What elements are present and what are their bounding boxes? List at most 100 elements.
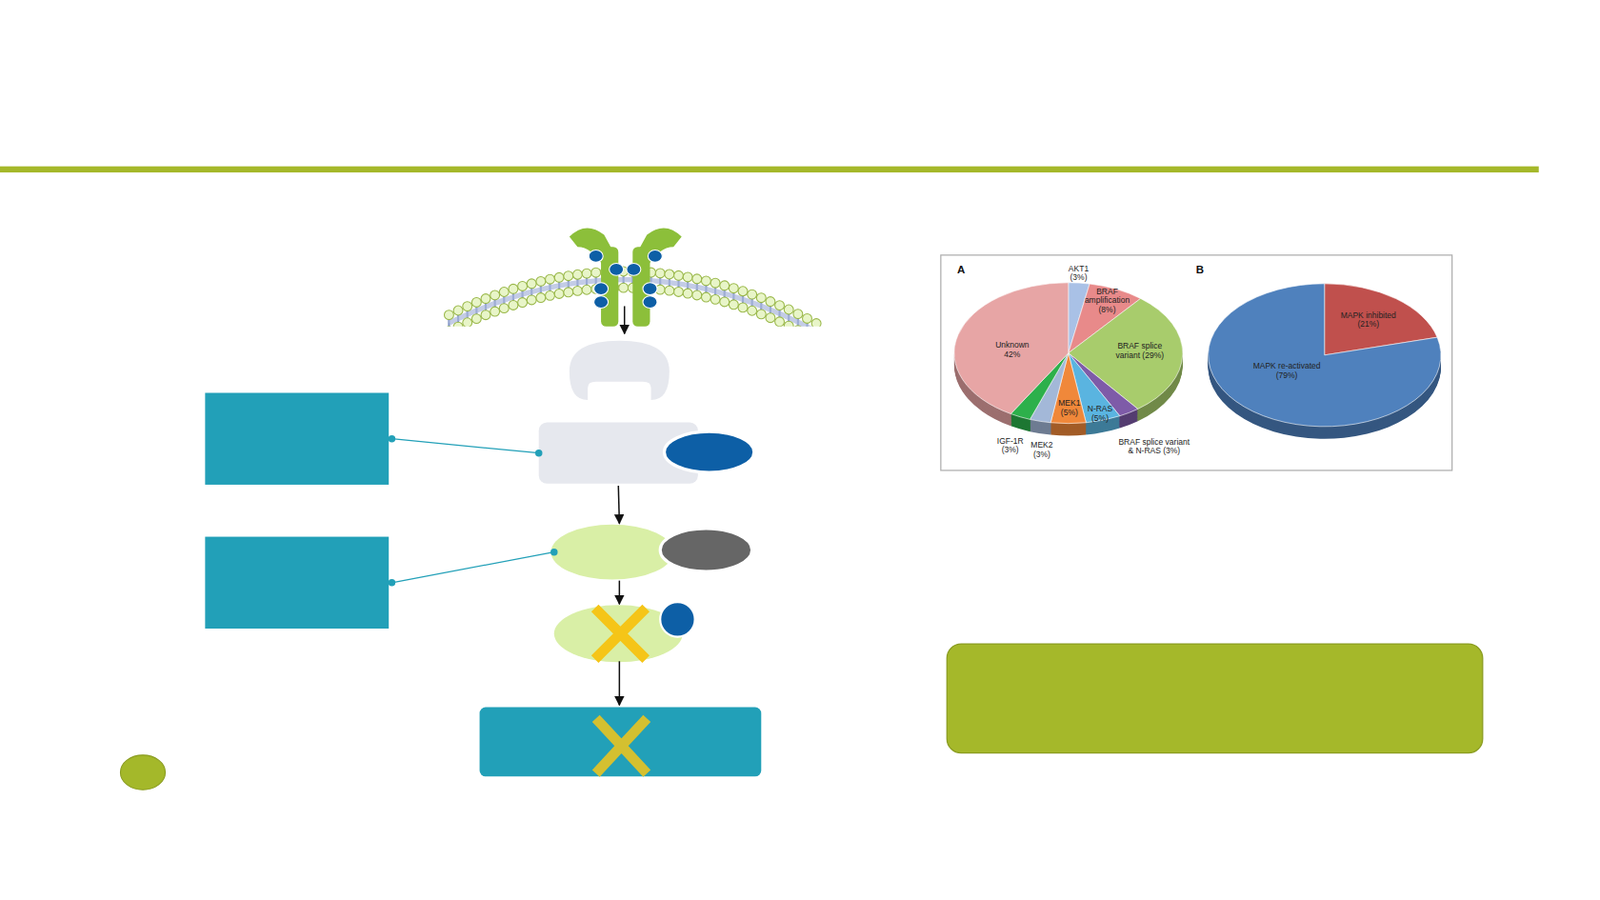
lipid-head xyxy=(701,292,712,302)
mutation-oval xyxy=(664,431,755,473)
lipid-head xyxy=(728,300,739,310)
lipid-head xyxy=(765,313,776,323)
leader-dot xyxy=(388,435,397,443)
lipid-head xyxy=(526,295,537,305)
lipid-head xyxy=(682,272,693,282)
pie-label: BRAF splice variant (29%) xyxy=(1108,341,1172,360)
lipid-head xyxy=(462,318,473,327)
pie-label: MAPK inhibited (21%) xyxy=(1334,311,1402,330)
pie-label: MEK1 (5%) xyxy=(1055,399,1084,418)
pie-label: AKT1 (3%) xyxy=(1065,264,1093,283)
lipid-head xyxy=(674,287,684,298)
lipid-head xyxy=(518,298,528,308)
callout-box xyxy=(204,537,389,629)
lipid-head xyxy=(554,289,564,300)
lipid-head xyxy=(490,290,500,300)
lipid-head xyxy=(536,276,546,286)
lipid-head xyxy=(554,272,564,282)
pie-label: MEK2 (3%) xyxy=(1026,440,1058,460)
lipid-head xyxy=(462,301,473,312)
leader-line xyxy=(391,552,554,583)
lipid-head xyxy=(581,284,592,295)
receptor xyxy=(569,227,682,326)
leader-line xyxy=(391,439,539,454)
pie-label: BRAF splice variant & N-RAS (3%) xyxy=(1116,438,1192,457)
ligand-dot xyxy=(642,282,658,296)
panel-letter: B xyxy=(1196,263,1211,277)
lipid-head xyxy=(499,287,509,298)
lipid-head xyxy=(783,304,794,315)
lipid-head xyxy=(518,281,528,292)
block-cross xyxy=(595,608,647,660)
lipid-head xyxy=(710,294,720,304)
lipid-head xyxy=(738,286,748,297)
lipid-head xyxy=(545,290,556,300)
ligand-dot xyxy=(609,262,624,276)
ligand-dot xyxy=(594,296,609,309)
bullet-dot xyxy=(120,755,165,790)
lipid-head xyxy=(793,309,803,320)
pathway-oval xyxy=(551,524,675,580)
lipid-head xyxy=(545,274,556,284)
lipid-head xyxy=(573,269,583,280)
lipid-head xyxy=(444,310,455,320)
lipid-head xyxy=(471,314,481,324)
lipid-head xyxy=(619,282,629,293)
pathway-arrow xyxy=(623,305,626,334)
pie-top xyxy=(1208,283,1441,427)
lipid-head xyxy=(573,285,583,296)
callout-box xyxy=(204,393,389,485)
ligand-dot xyxy=(626,262,641,276)
receptor-arm xyxy=(634,227,681,267)
lipid-head xyxy=(710,278,720,288)
lipid-head xyxy=(508,300,519,311)
lipid-head xyxy=(802,314,813,324)
pathway-arrow xyxy=(618,485,620,524)
mutation-oval xyxy=(660,528,752,572)
lipid-head xyxy=(811,319,821,327)
leader-dot xyxy=(388,579,397,587)
receptor-arm xyxy=(569,227,617,267)
adaptor-shape xyxy=(569,340,670,400)
pie-label: N-RAS (5%) xyxy=(1084,404,1116,423)
lipid-head xyxy=(674,270,684,280)
lipid-head xyxy=(728,283,739,294)
lipid-head xyxy=(783,320,794,327)
ligand-dot xyxy=(594,282,609,296)
pie-top xyxy=(954,282,1183,424)
lipid-head xyxy=(563,287,574,298)
pathway-arrow xyxy=(619,660,621,705)
lipid-head xyxy=(664,285,675,296)
header-rule xyxy=(0,166,1540,173)
ligand-dot xyxy=(647,250,662,263)
pathway-arrow xyxy=(619,580,621,605)
block-cross xyxy=(596,718,648,774)
lipid-head xyxy=(480,310,491,320)
pie-slice xyxy=(1208,283,1441,427)
figure-frame xyxy=(940,255,1453,471)
pie-slice xyxy=(954,282,1069,415)
pie-chart-a xyxy=(954,282,1183,437)
nucleus-bar xyxy=(480,707,762,778)
lipid-head xyxy=(526,279,537,289)
leader-dot xyxy=(535,449,543,458)
lipid-head xyxy=(747,289,758,300)
ligand-dot xyxy=(642,296,658,309)
summary-panel xyxy=(946,643,1483,754)
lipid-head xyxy=(747,305,758,316)
pie-chart-b xyxy=(1208,283,1441,440)
pie-label: MAPK re-activated (79%) xyxy=(1245,361,1328,380)
panel-letter: A xyxy=(957,263,972,277)
phospho-dot xyxy=(660,601,695,637)
pie-label: BRAF amplification (8%) xyxy=(1080,287,1136,316)
lipid-head xyxy=(775,317,785,327)
leader-dot xyxy=(550,548,559,557)
lipid-head xyxy=(453,305,463,316)
lipid-head xyxy=(655,268,665,279)
lipid-head xyxy=(701,276,712,286)
lipid-head xyxy=(581,268,592,279)
lipid-head xyxy=(765,297,776,307)
lipid-head xyxy=(563,271,574,281)
lipid-head xyxy=(720,280,730,291)
